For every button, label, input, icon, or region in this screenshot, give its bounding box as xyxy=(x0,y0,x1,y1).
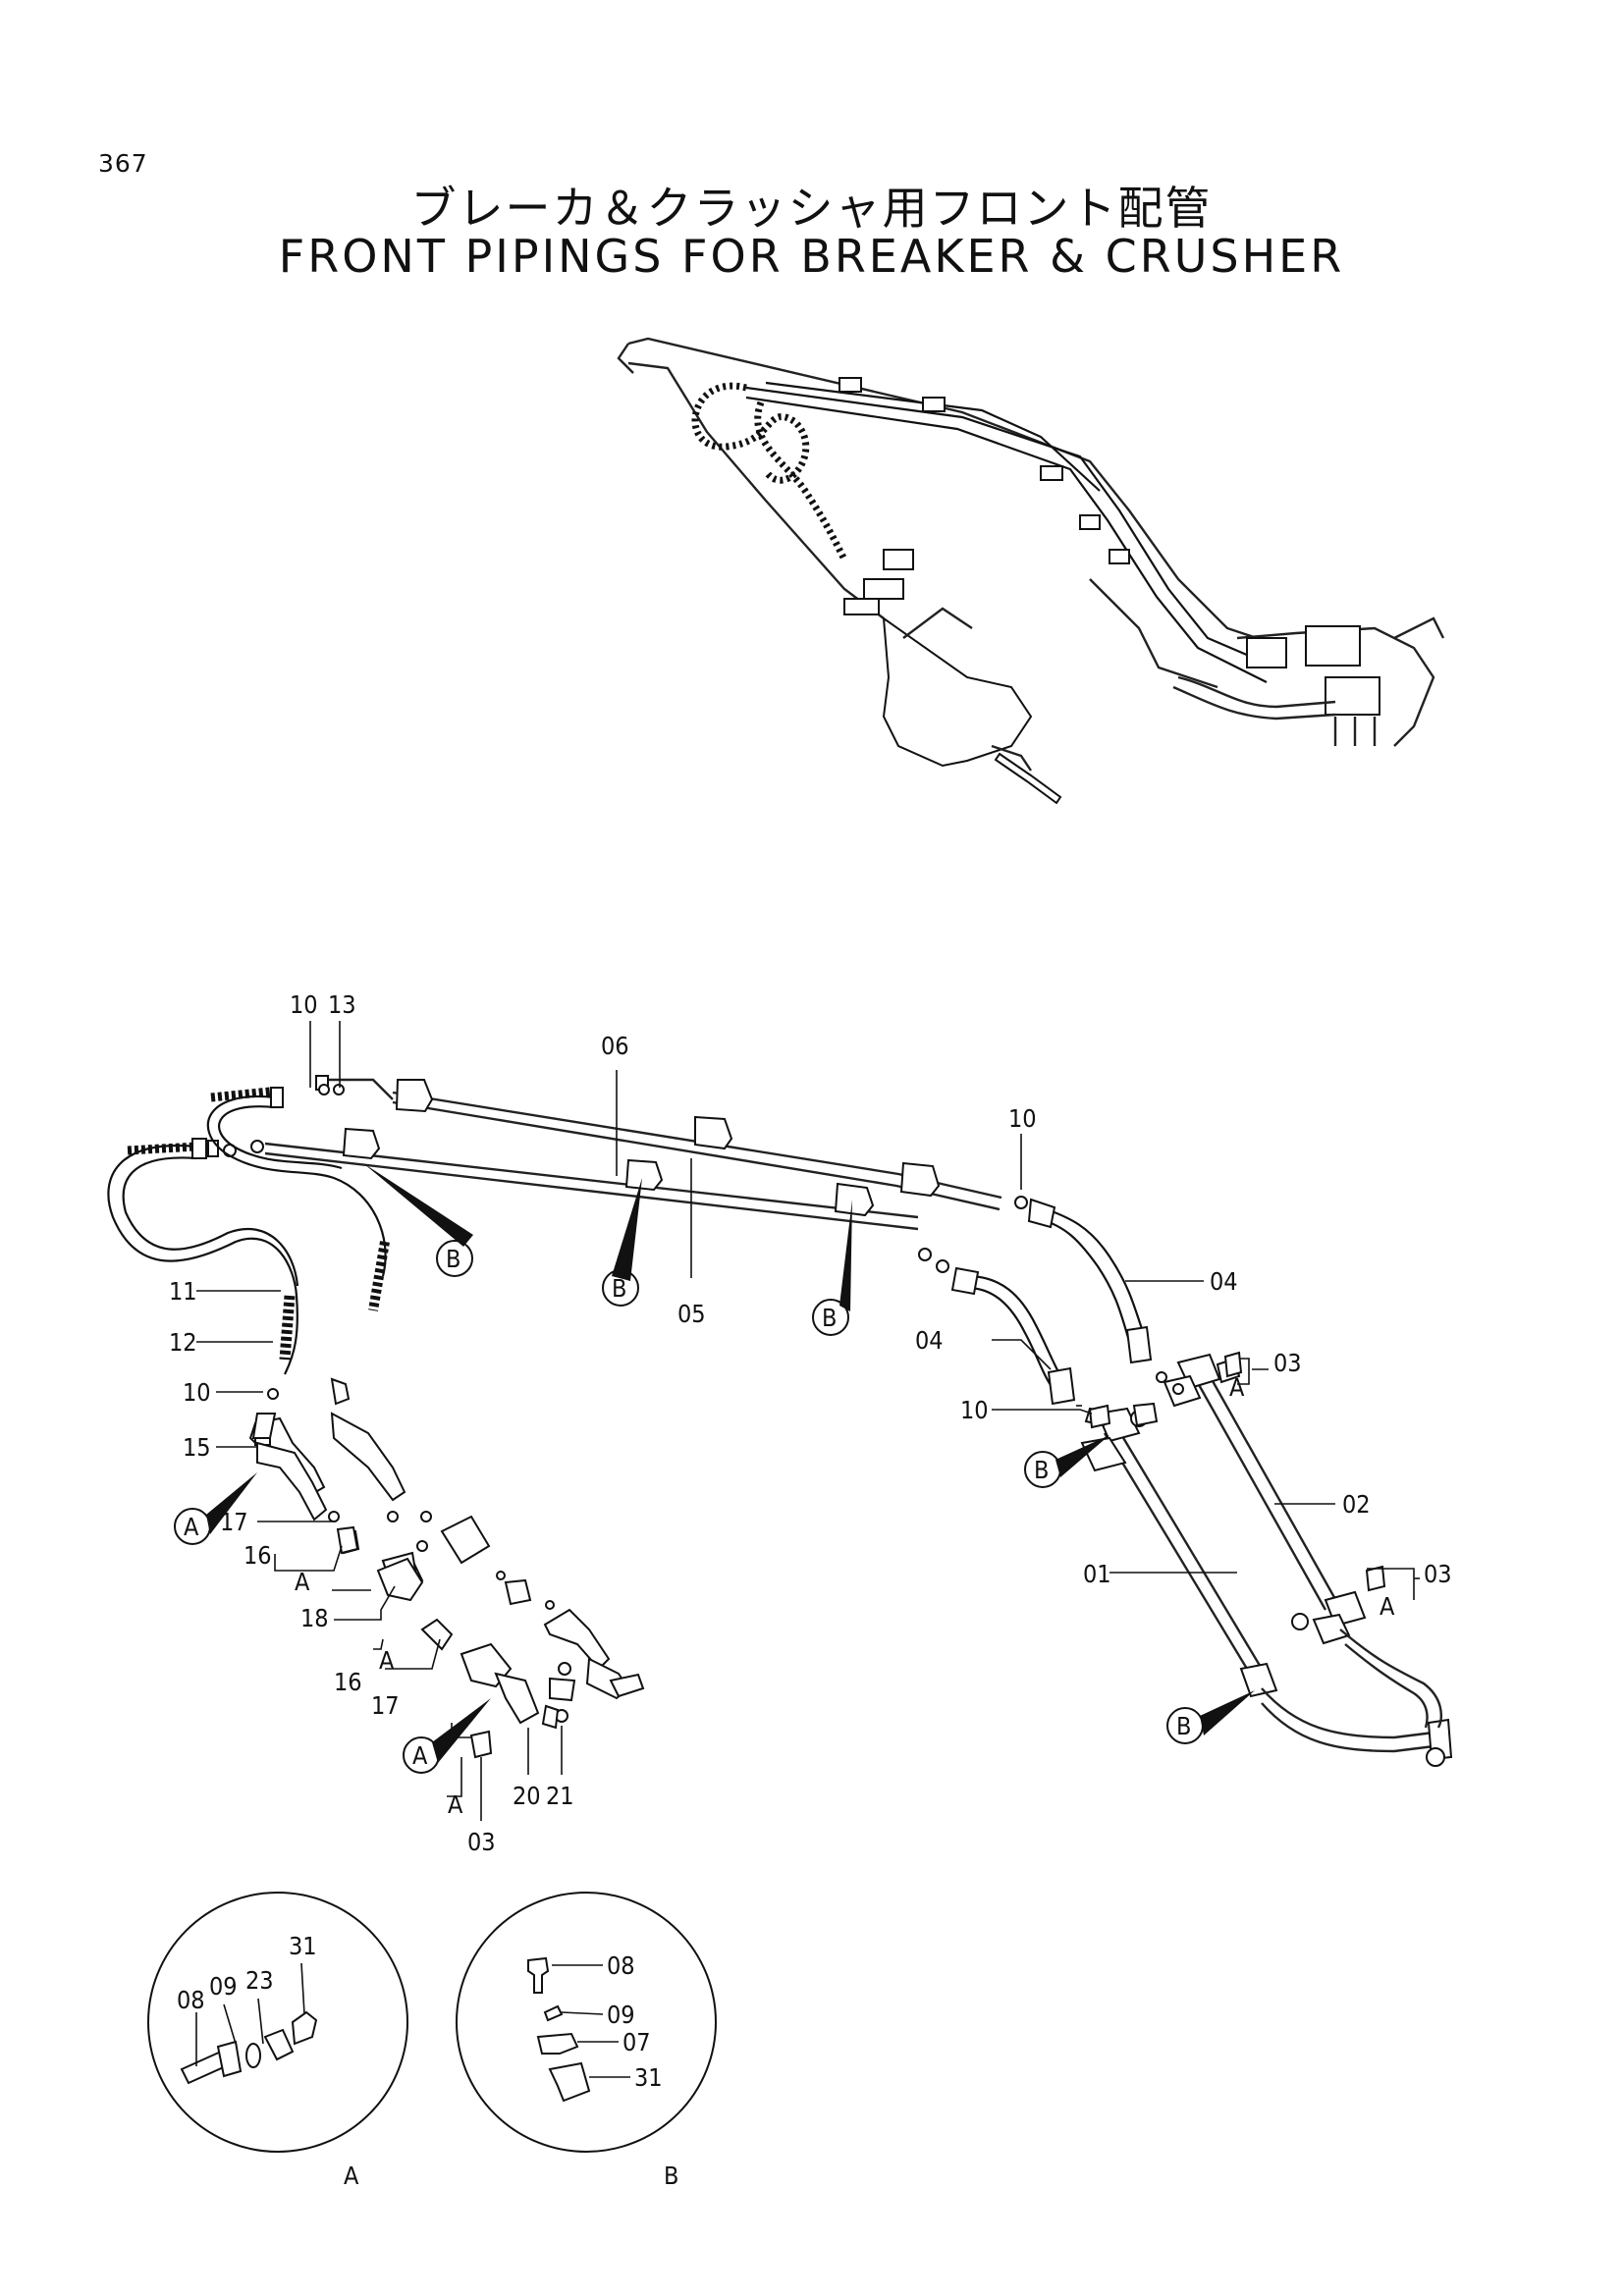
callout-b: B xyxy=(1176,1712,1191,1740)
label-06: 06 xyxy=(601,1032,629,1060)
callout-b: B xyxy=(1034,1456,1049,1484)
label-10: 10 xyxy=(290,990,318,1019)
label-03: 03 xyxy=(1424,1560,1452,1588)
callout-b: B xyxy=(446,1245,460,1273)
label-ref-a: A xyxy=(1229,1373,1245,1402)
pipe-01 xyxy=(1080,1407,1453,1767)
label-20: 20 xyxy=(513,1782,541,1810)
label-01: 01 xyxy=(1083,1560,1111,1588)
label-03: 03 xyxy=(467,1828,496,1856)
label-04: 04 xyxy=(1210,1267,1238,1296)
detail-b-label-08: 08 xyxy=(607,1951,635,1980)
label-ref-a: A xyxy=(379,1646,395,1675)
label-12: 12 xyxy=(169,1328,197,1357)
label-10: 10 xyxy=(183,1378,211,1407)
label-ref-a: A xyxy=(295,1568,310,1596)
right-fittings xyxy=(1088,1351,1386,1630)
leader-lines xyxy=(196,1021,1420,1821)
detail-b-caption: B xyxy=(664,2162,678,2190)
pipe-clamps xyxy=(342,1079,941,1217)
label-16: 16 xyxy=(334,1668,362,1696)
callout-b: B xyxy=(822,1304,837,1332)
part-labels: 10 13 06 10 04 04 05 03 A 10 02 01 03 A … xyxy=(169,990,1452,2190)
label-17: 17 xyxy=(371,1691,400,1720)
label-13: 13 xyxy=(328,990,356,1019)
label-ref-a: A xyxy=(448,1790,463,1819)
label-03: 03 xyxy=(1273,1349,1302,1377)
label-11: 11 xyxy=(169,1277,197,1306)
label-21: 21 xyxy=(546,1782,574,1810)
detail-b-label-31: 31 xyxy=(634,2063,663,2092)
title-english: FRONT PIPINGS FOR BREAKER & CRUSHER xyxy=(278,230,1345,283)
hose-inner xyxy=(206,1084,390,1311)
callout-a: A xyxy=(184,1513,199,1541)
detail-b-label-07: 07 xyxy=(622,2028,651,2056)
label-10: 10 xyxy=(960,1396,989,1424)
callout-b: B xyxy=(612,1274,626,1303)
detail-a-label-09: 09 xyxy=(209,1972,238,2001)
pipe-02 xyxy=(1130,1353,1442,1729)
detail-a-label-08: 08 xyxy=(177,1986,205,2014)
callout-a: A xyxy=(412,1741,428,1770)
label-10: 10 xyxy=(1008,1104,1037,1133)
label-18: 18 xyxy=(300,1604,329,1632)
title-japanese: ブレーカ＆クラッシャ用フロント配管 xyxy=(410,182,1213,235)
callout-bubbles xyxy=(174,1163,1255,1774)
left-fittings-chain xyxy=(248,1377,645,1759)
detail-b-label-09: 09 xyxy=(607,2001,635,2029)
label-15: 15 xyxy=(183,1433,211,1462)
detail-circle-b xyxy=(456,1892,717,2153)
excavator-overview-illustration xyxy=(617,337,1445,805)
detail-circle-a xyxy=(147,1892,408,2153)
detail-a-label-23: 23 xyxy=(245,1966,274,1995)
label-16: 16 xyxy=(243,1541,272,1570)
label-05: 05 xyxy=(677,1300,706,1328)
label-04: 04 xyxy=(915,1326,944,1355)
label-ref-a: A xyxy=(1380,1592,1395,1621)
detail-a-caption: A xyxy=(344,2162,359,2190)
hose-04-upper xyxy=(1014,1196,1153,1364)
label-17: 17 xyxy=(220,1508,248,1536)
hose-04-lower xyxy=(918,1248,1076,1406)
page-number: 367 xyxy=(98,149,148,178)
hose-11-12 xyxy=(107,1138,299,1375)
label-02: 02 xyxy=(1342,1490,1371,1519)
detail-a-label-31: 31 xyxy=(289,1932,317,1960)
